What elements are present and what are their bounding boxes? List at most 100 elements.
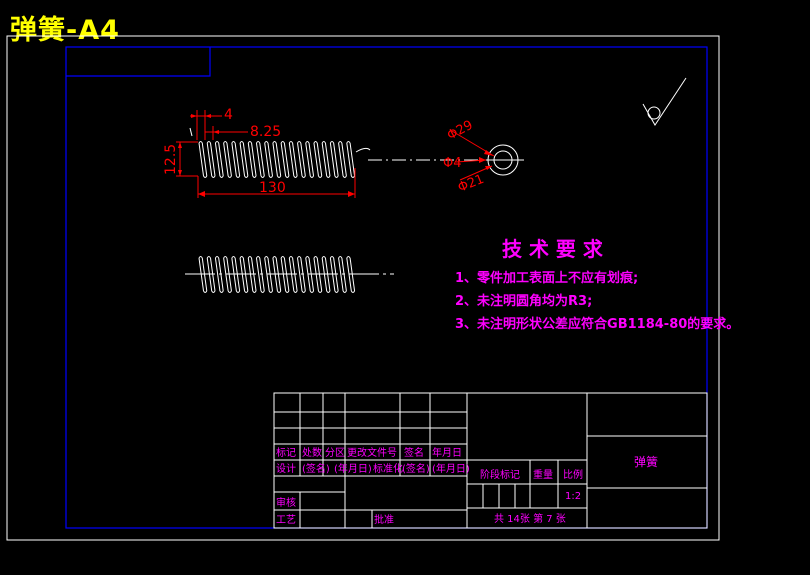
spring-coil-bottom: [301, 175, 306, 178]
spring-coil-bottom: [252, 290, 257, 293]
spring-coil-bottom: [309, 175, 314, 178]
spring-coil-front: [255, 142, 262, 177]
spring-coil-top: [247, 256, 252, 259]
spring-view-main: [198, 141, 356, 178]
spring-coil-front: [283, 142, 290, 177]
spring-coil-bottom: [301, 290, 306, 293]
spring-coil-top: [313, 141, 318, 144]
title-block: [273, 392, 708, 529]
spring-coil-bottom: [350, 290, 356, 293]
spring-coil-front: [300, 142, 306, 177]
spring-coil-front: [272, 142, 278, 177]
spring-coil-top: [231, 141, 236, 144]
tb-date: 年月日: [432, 446, 462, 459]
spring-coil-front: [198, 142, 205, 177]
spring-coil-front: [247, 142, 254, 177]
spring-coil-bottom: [293, 290, 298, 293]
tb-standard-sign: (签名): [402, 462, 430, 475]
spring-coil-bottom: [252, 175, 257, 178]
spring-coil-top: [272, 256, 277, 259]
spring-coil-front: [264, 142, 270, 177]
spring-coil-front: [214, 257, 221, 292]
tb-scale-label: 比例: [563, 468, 583, 481]
spring-coil-front: [251, 142, 257, 177]
spring-coil-front: [308, 142, 315, 177]
tb-sheet: 共 14张 第 7 张: [494, 512, 566, 525]
tb-standard: 标准化: [373, 462, 403, 475]
spring-coil-front: [223, 142, 229, 177]
tb-design-date: (年月日): [334, 462, 372, 475]
dim-130: 130: [259, 180, 286, 196]
spring-coil-front: [280, 142, 287, 177]
spring-coil-bottom: [211, 290, 216, 293]
spring-coil-front: [288, 142, 295, 177]
tb-design-sign: (签名): [302, 462, 330, 475]
spring-coil-bottom: [227, 175, 232, 178]
spring-coil-top: [256, 256, 261, 259]
dim-12-5: 12.5: [163, 144, 179, 175]
spring-coil-front: [267, 142, 273, 177]
spring-coil-front: [333, 142, 339, 177]
roughness-symbol: [642, 77, 687, 126]
spring-coil-front: [214, 142, 221, 177]
spring-coil-front: [239, 142, 246, 177]
spring-coil-bottom: [244, 290, 249, 293]
tb-mark: 标记: [276, 447, 296, 459]
spring-coil-front: [264, 257, 270, 292]
spring-coil-top: [338, 256, 343, 259]
spring-coil-top: [297, 256, 302, 259]
spring-coil-bottom: [334, 290, 339, 293]
spring-coil-top: [214, 256, 220, 259]
spring-coil-bottom: [235, 290, 241, 293]
spring-coil-front: [242, 142, 249, 177]
spring-coil-front: [305, 142, 311, 177]
spring-coil-bottom: [293, 175, 298, 178]
spring-coil-front: [275, 142, 282, 177]
spring-coil-bottom: [219, 290, 224, 293]
tb-process: 工艺: [276, 514, 296, 526]
dim-4: 4: [224, 107, 233, 123]
spring-coil-bottom: [334, 175, 339, 178]
spring-coil-front: [297, 257, 303, 292]
spring-main-tail: [189, 127, 193, 137]
tb-count: 处数: [302, 446, 322, 459]
spring-coil-front: [206, 142, 213, 177]
tb-zone: 分区: [325, 447, 345, 459]
spring-coil-bottom: [326, 175, 331, 178]
dimension-arrows: [178, 114, 494, 197]
spring-coil-top: [272, 141, 277, 144]
spring-coil-front: [324, 142, 331, 177]
spring-coil-top: [206, 256, 211, 259]
spring-coil-front: [305, 257, 311, 292]
spring-coil-bottom: [342, 290, 347, 293]
spring-coil-bottom: [203, 175, 208, 178]
dim-phi29: Φ29: [445, 118, 476, 144]
spring-coil-front: [316, 142, 323, 177]
drawing-title: 弹簧-A4: [10, 15, 120, 46]
spring-coil-top: [223, 141, 228, 144]
spring-coil-bottom: [342, 175, 347, 178]
spring-coil-top: [313, 256, 318, 259]
tb-weight: 重量: [533, 468, 553, 481]
spring-coil-front: [259, 142, 265, 177]
spring-coil-top: [239, 141, 244, 144]
spring-coil-bottom: [318, 290, 323, 293]
spring-coil-top: [329, 141, 335, 144]
dim-phi4: Φ4: [443, 156, 462, 171]
spring-coil-bottom: [211, 175, 216, 178]
spring-coil-top: [329, 256, 335, 259]
dim-8-25: 8.25: [250, 124, 281, 140]
spring-coil-bottom: [276, 290, 282, 293]
spring-coil-bottom: [276, 175, 282, 178]
tb-scale-value: 1:2: [565, 491, 581, 502]
tb-part-name: 弹簧: [634, 454, 658, 469]
dim-phi21: Φ21: [456, 172, 486, 196]
spring-coil-front: [329, 142, 336, 177]
spring-coil-top: [214, 141, 220, 144]
requirement-2: 2、未注明圆角均为R3;: [455, 293, 592, 309]
tb-design: 设计: [276, 462, 296, 475]
spring-coil-top: [288, 141, 294, 144]
spring-coil-bottom: [268, 175, 273, 178]
spring-end-view: [482, 144, 524, 176]
